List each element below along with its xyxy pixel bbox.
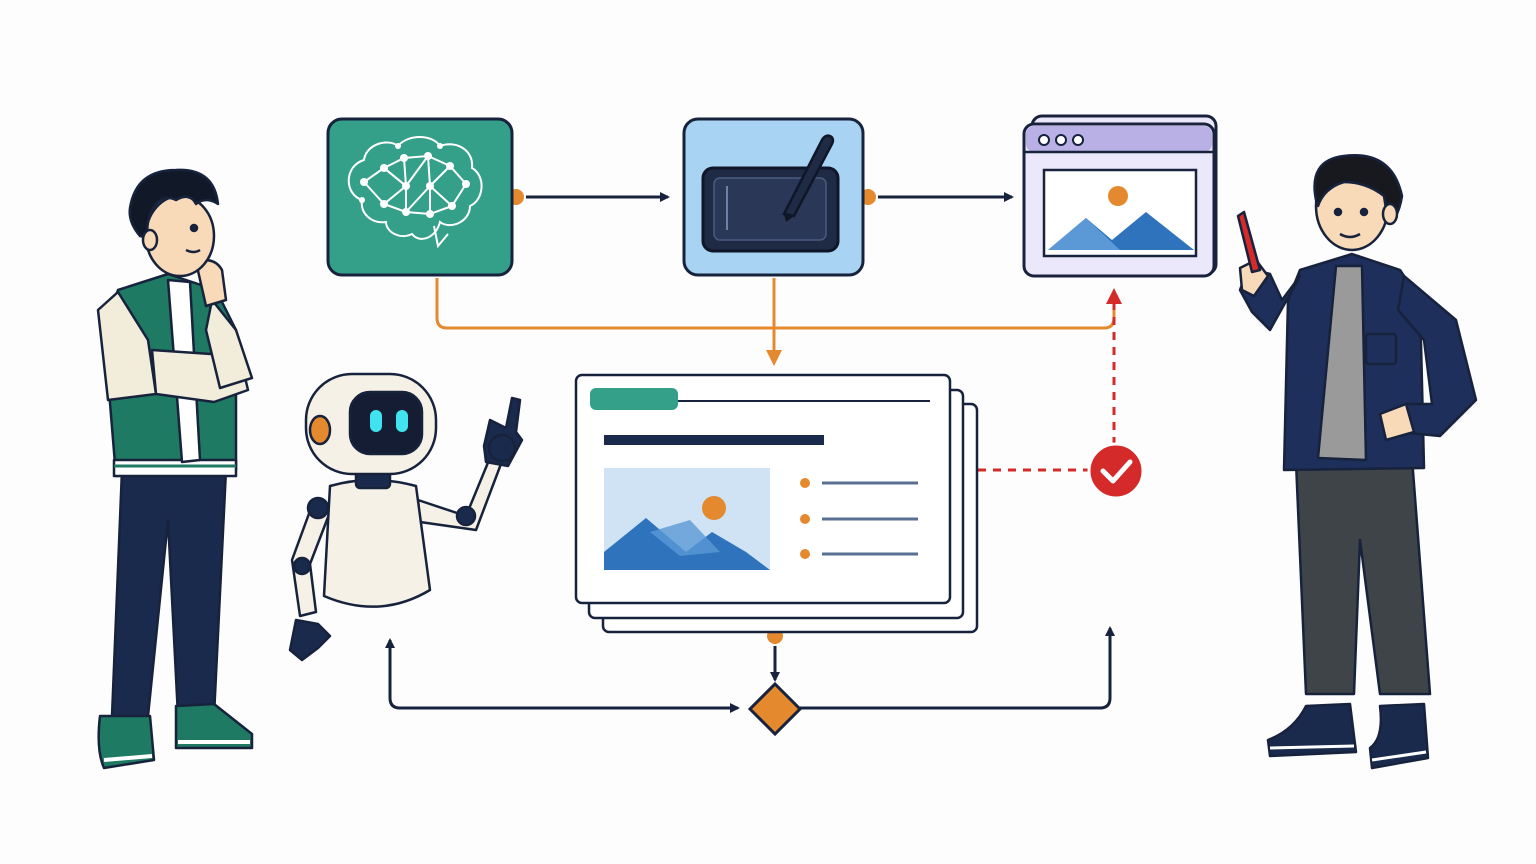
node-ai-brain [326, 117, 514, 277]
slide-layout-icon [590, 388, 930, 570]
connector-tablet-to-browser [858, 187, 1014, 207]
check-circle-icon [1087, 442, 1145, 500]
connector-decision-to-presenter [800, 626, 1115, 710]
connector-slides-to-decision [765, 626, 785, 682]
connector-robot-loop [385, 638, 740, 713]
node-slide-deck [574, 373, 979, 634]
connector-merge-to-slides [435, 278, 1116, 366]
person-thinking-icon [96, 168, 254, 770]
person-with-pen-icon [1236, 154, 1478, 770]
robot-pointing-icon [288, 372, 524, 662]
connector-approval-dashed [978, 288, 1122, 472]
pen-tablet-icon [701, 134, 840, 253]
node-drawing-tablet [682, 117, 865, 277]
connector-brain-to-tablet [506, 187, 670, 207]
browser-image-icon [1042, 168, 1198, 258]
diamond-decision-icon [747, 681, 803, 737]
node-browser-preview [1022, 114, 1218, 278]
